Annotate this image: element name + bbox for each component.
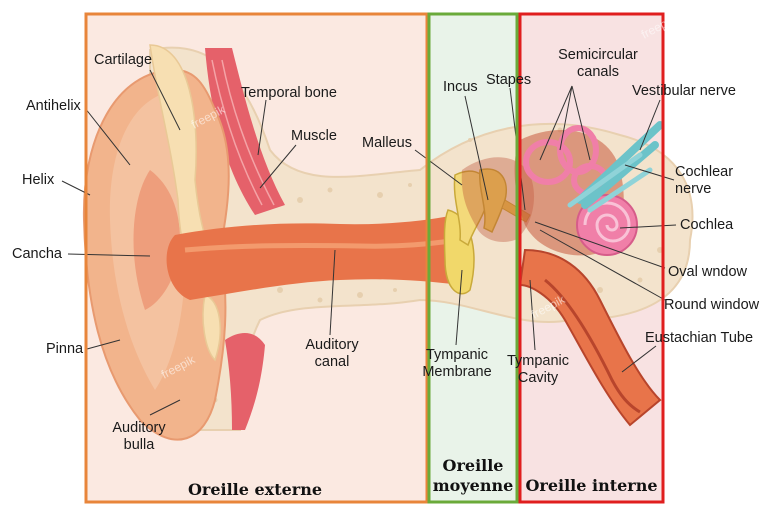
tympanic-cavity-line2: Cavity — [500, 370, 576, 387]
auditory-canal-line1: Auditory — [295, 337, 369, 354]
antihelix-label: Antihelix — [26, 98, 81, 115]
oreille-externe-title: Oreille externe — [170, 480, 340, 500]
helix-label: Helix — [22, 172, 54, 189]
temporal-bone-label: Temporal bone — [241, 85, 337, 102]
tympanic-cavity-line1: Tympanic — [500, 353, 576, 370]
semicircular-canals-label: Semicircular canals — [548, 47, 648, 81]
malleus-label: Malleus — [362, 135, 412, 152]
stapes-label: Stapes — [486, 72, 531, 89]
auditory-canal-label: Auditory canal — [295, 337, 369, 371]
oreille-moyenne-title: Oreille moyenne — [429, 456, 517, 496]
tympanic-membrane-line1: Tympanic — [412, 347, 502, 364]
round-window-label: Round window — [664, 297, 759, 314]
oreille-interne-title: Oreille interne — [520, 476, 663, 496]
cochlear-nerve-line2: nerve — [675, 181, 745, 198]
auditory-bulla-label: Auditory bulla — [103, 420, 175, 454]
vestibular-nerve-label: Vestibular nerve — [632, 83, 736, 100]
semicircular-line2: canals — [548, 64, 648, 81]
cochlear-nerve-label: Cochlear nerve — [675, 164, 745, 198]
cochlear-nerve-line1: Cochlear — [675, 164, 745, 181]
tympanic-membrane-line2: Membrane — [412, 364, 502, 381]
incus-label: Incus — [443, 79, 478, 96]
pinna-label: Pinna — [46, 341, 83, 358]
auditory-bulla-line1: Auditory — [103, 420, 175, 437]
oval-window-label: Oval wndow — [668, 264, 747, 281]
oreille-moyenne-line1: Oreille — [429, 456, 517, 476]
tympanic-membrane-label: Tympanic Membrane — [412, 347, 502, 381]
auditory-bulla-line2: bulla — [103, 437, 175, 454]
oreille-moyenne-line2: moyenne — [429, 476, 517, 496]
eustachian-tube-label: Eustachian Tube — [645, 330, 753, 347]
semicircular-line1: Semicircular — [548, 47, 648, 64]
cancha-label: Cancha — [12, 246, 62, 263]
cartilage-label: Cartilage — [94, 52, 152, 69]
tympanic-cavity-label: Tympanic Cavity — [500, 353, 576, 387]
auditory-canal-line2: canal — [295, 354, 369, 371]
cochlea-label: Cochlea — [680, 217, 733, 234]
muscle-label: Muscle — [291, 128, 337, 145]
